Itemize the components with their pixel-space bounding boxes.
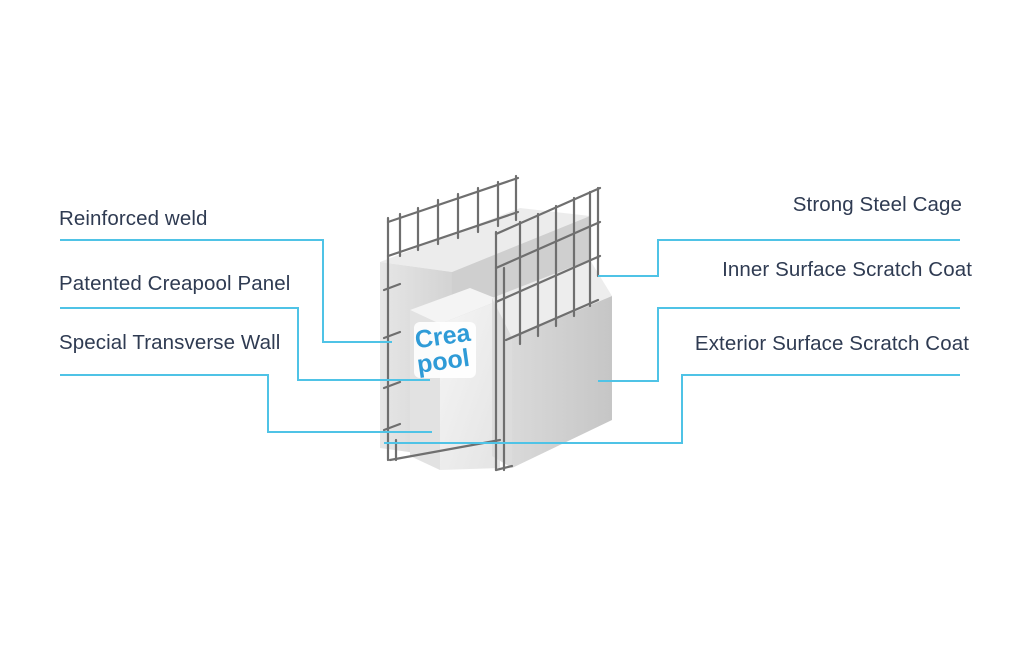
label-inner-scratch: Inner Surface Scratch Coat [722, 258, 972, 281]
label-patented-panel: Patented Creapool Panel [59, 272, 291, 295]
creapool-logo: Crea pool [413, 319, 476, 379]
label-transverse-wall: Special Transverse Wall [59, 331, 281, 354]
front-panel [492, 260, 612, 468]
leader-inner-scratch [598, 307, 960, 382]
leader-lines [60, 239, 960, 444]
leader-exterior-scratch [384, 374, 960, 444]
label-reinforced-weld: Reinforced weld [59, 207, 208, 230]
label-steel-cage: Strong Steel Cage [792, 193, 962, 216]
leader-transverse-wall [60, 374, 432, 433]
label-exterior-scratch: Exterior Surface Scratch Coat [694, 332, 969, 355]
leader-patented-panel [60, 307, 430, 381]
steel-cage-right [494, 186, 602, 472]
leader-reinforced-weld [60, 239, 392, 343]
leader-steel-cage [598, 239, 960, 277]
steel-cage-left [382, 174, 520, 462]
